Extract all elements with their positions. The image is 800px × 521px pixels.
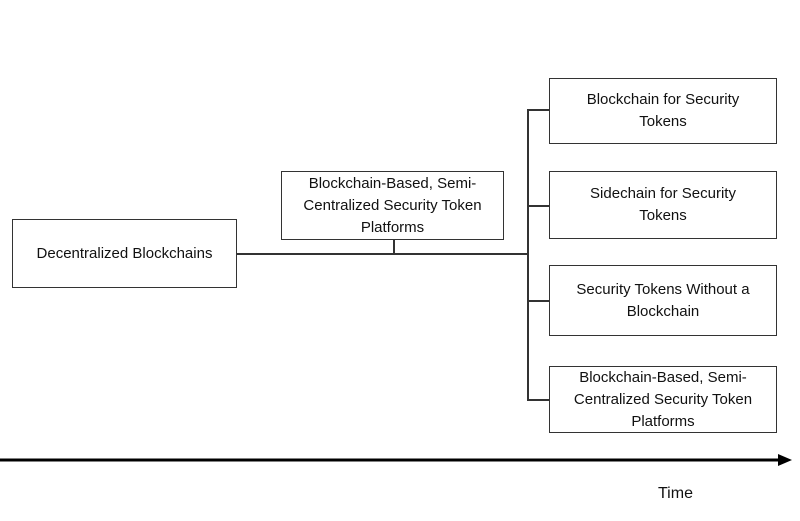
- node-text: Blockchain-Based, Semi-: [579, 368, 747, 386]
- node-text: Blockchain-Based, Semi-: [308, 174, 477, 192]
- branch-line-3: [527, 300, 549, 302]
- branch-line-1: [527, 109, 549, 111]
- node-text: Tokens: [639, 207, 687, 224]
- node-text: Platforms: [631, 412, 695, 430]
- middle-stem-line: [393, 240, 395, 254]
- node-text: Centralized Security Token: [303, 196, 482, 214]
- branch-line-2: [527, 205, 549, 207]
- node-decentralized-blockchains: Decentralized Blockchains: [12, 219, 237, 288]
- node-semi-centralized-platforms-branch: Blockchain-Based, Semi- Centralized Secu…: [549, 366, 777, 433]
- node-text: Blockchain for Security: [586, 91, 740, 108]
- branch-vertical-line: [527, 109, 529, 400]
- node-text: Sidechain for Security: [590, 185, 736, 202]
- node-text: Decentralized Blockchains: [36, 244, 213, 262]
- node-sidechain-for-security-tokens: Sidechain for Security Tokens: [549, 171, 777, 239]
- node-text: Security Tokens Without a: [576, 280, 750, 298]
- node-security-tokens-without-blockchain: Security Tokens Without a Blockchain: [549, 265, 777, 336]
- node-semi-centralized-platforms: Blockchain-Based, Semi- Centralized Secu…: [281, 171, 504, 240]
- node-text: Blockchain: [626, 302, 700, 320]
- node-blockchain-for-security-tokens: Blockchain for Security Tokens: [549, 78, 777, 144]
- time-axis-arrow: [0, 454, 792, 466]
- time-axis-label: Time: [658, 485, 693, 502]
- main-connector-line: [237, 253, 529, 255]
- branch-line-4: [527, 399, 549, 401]
- node-text: Tokens: [639, 113, 687, 130]
- node-text: Centralized Security Token: [573, 390, 753, 408]
- node-text: Platforms: [360, 218, 425, 236]
